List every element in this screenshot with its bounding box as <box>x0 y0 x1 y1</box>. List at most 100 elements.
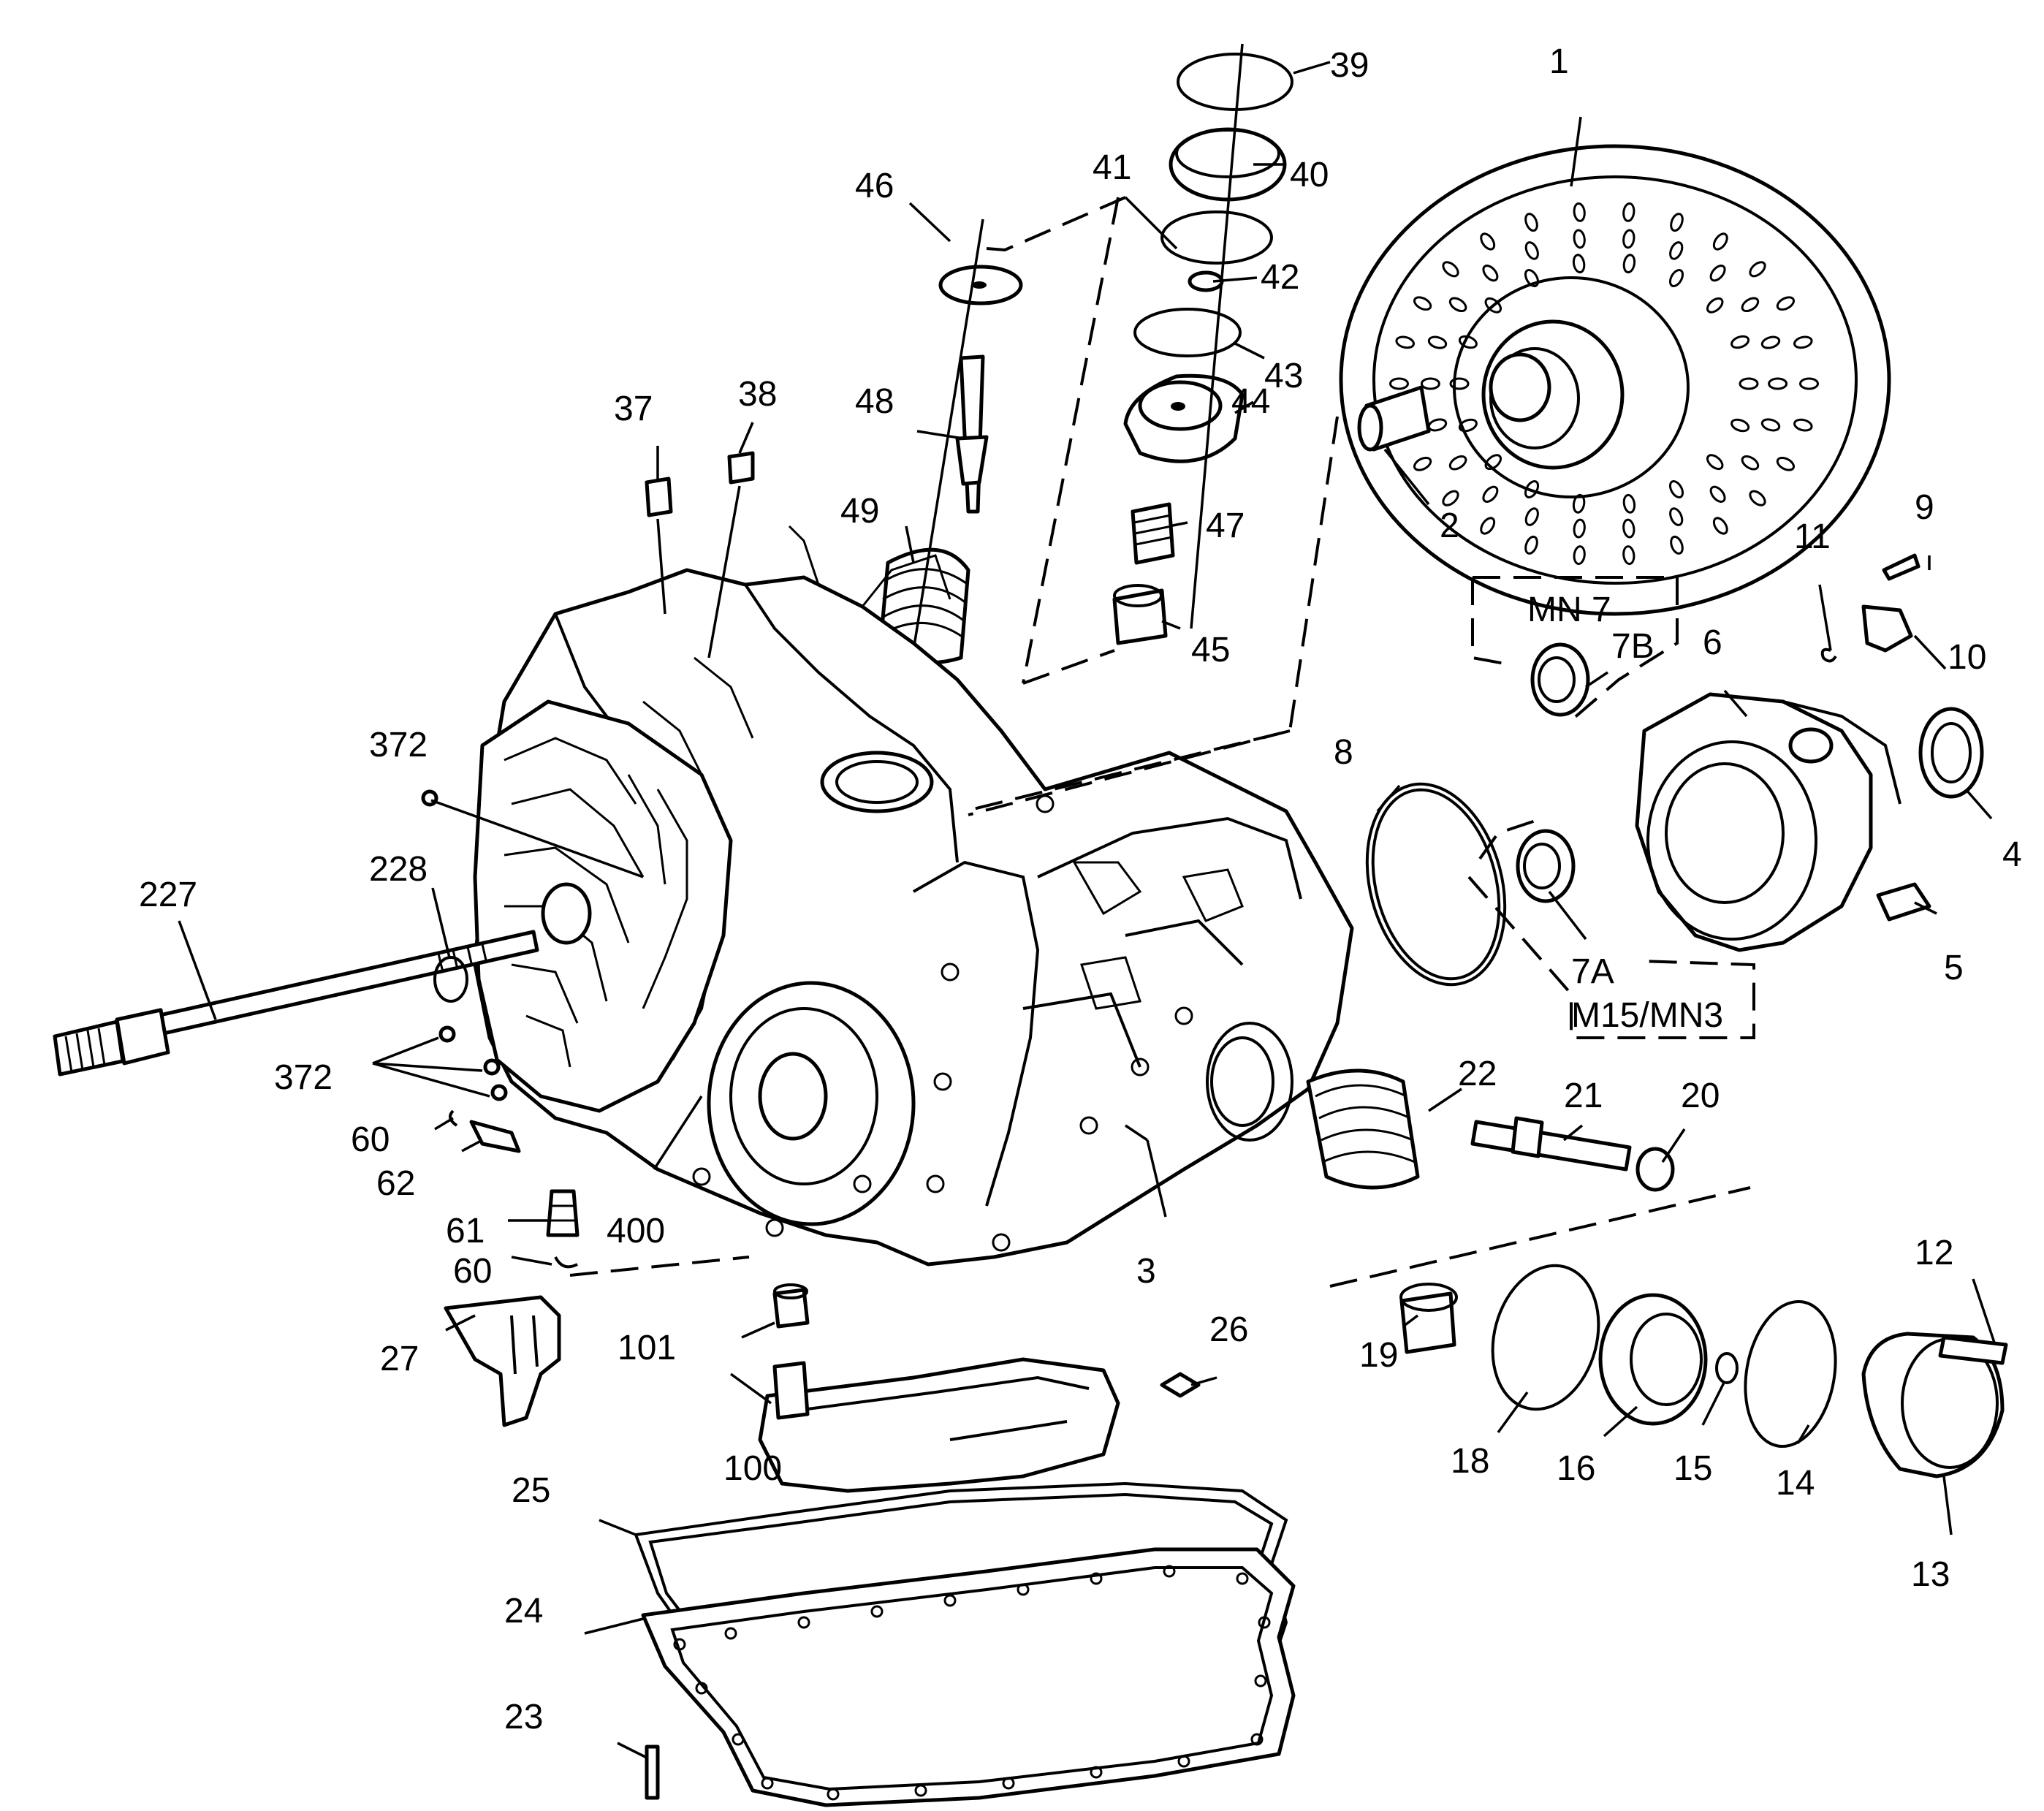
callout-11: 11 <box>1794 517 1831 556</box>
callout-44: 44 <box>1231 382 1270 421</box>
o-ring-8 <box>1365 782 1507 987</box>
snap-ring-39 <box>1177 53 1293 111</box>
callout-49: 49 <box>840 492 879 531</box>
servo-stack <box>1112 43 1293 645</box>
callout-20: 20 <box>1681 1077 1720 1115</box>
input-shaft-227 <box>53 930 539 1077</box>
bolt-5 <box>1876 882 1931 922</box>
option-label-mn7: MN 7 <box>1527 591 1611 629</box>
clip-60-upper <box>449 1109 458 1127</box>
callout-60-upper: 60 <box>351 1120 390 1159</box>
callout-7a: 7A <box>1571 952 1614 991</box>
clip-11 <box>1820 648 1837 663</box>
callout-38: 38 <box>738 375 777 414</box>
seal-4 <box>1918 707 1984 799</box>
callout-2: 2 <box>1440 506 1459 545</box>
accumulator-spring-22 <box>1306 1068 1420 1190</box>
callout-39: 39 <box>1330 46 1369 85</box>
callout-13: 13 <box>1911 1555 1950 1594</box>
seal-228 <box>433 956 468 1003</box>
o-ring-41 <box>1160 210 1273 265</box>
callout-7b: 7B <box>1611 627 1654 666</box>
callout-8: 8 <box>1334 733 1353 772</box>
seal-7b <box>1530 642 1590 717</box>
snap-ring-15 <box>1715 1352 1739 1384</box>
callout-41: 41 <box>1093 148 1131 187</box>
callout-23: 23 <box>504 1698 543 1736</box>
oil-pan-24 <box>641 1547 1296 1807</box>
callout-24: 24 <box>504 1592 543 1630</box>
servo-pin-assembly <box>875 219 1023 878</box>
callout-100: 100 <box>723 1449 782 1488</box>
callout-10: 10 <box>1948 638 1986 677</box>
callout-40: 40 <box>1290 156 1329 194</box>
callout-43: 43 <box>1264 357 1303 395</box>
seal-7a <box>1516 829 1576 903</box>
callout-26: 26 <box>1209 1310 1248 1349</box>
callout-4: 4 <box>2002 835 2022 874</box>
callout-15: 15 <box>1673 1449 1712 1488</box>
plug-37 <box>645 477 673 615</box>
plug-38 <box>707 451 755 658</box>
piston-16 <box>1598 1293 1708 1426</box>
cover-13 <box>1861 1332 2005 1478</box>
callout-228: 228 <box>369 850 428 889</box>
valve-body <box>473 699 733 1113</box>
bushing-45 <box>1112 588 1168 645</box>
converter-bushing <box>1357 385 1431 452</box>
bushing-19 <box>1399 1283 1458 1354</box>
clip-26 <box>1160 1372 1201 1398</box>
seal-101 <box>772 1283 810 1329</box>
callout-27: 27 <box>380 1340 419 1378</box>
callout-labels: 1 2 3 4 5 6 7A 7B 8 9 10 11 12 13 14 15 … <box>139 42 2022 1736</box>
sensor-62 <box>469 1120 521 1153</box>
spring-47 <box>1131 502 1175 565</box>
case-cover-6 <box>1635 692 1901 952</box>
callout-372-lower: 372 <box>274 1058 333 1097</box>
callout-47: 47 <box>1206 506 1245 545</box>
callout-5: 5 <box>1944 949 1964 987</box>
clip-60-lower <box>554 1256 578 1269</box>
bolt-12 <box>1938 1335 2008 1365</box>
callout-16: 16 <box>1557 1449 1595 1488</box>
dashed-reference-lines <box>569 196 1755 1288</box>
fitting-10 <box>1861 553 1920 653</box>
callout-372-upper: 372 <box>369 726 428 764</box>
o-ring-18 <box>1491 1264 1600 1411</box>
callout-37: 37 <box>614 390 653 428</box>
accumulator-piston-21 <box>1470 1116 1632 1172</box>
callout-22: 22 <box>1458 1055 1497 1093</box>
callout-6: 6 <box>1703 623 1722 662</box>
filter-100 <box>758 1357 1120 1493</box>
callout-12: 12 <box>1915 1234 1953 1272</box>
fitting-61 <box>546 1189 580 1237</box>
callout-46: 46 <box>855 167 894 205</box>
callout-9: 9 <box>1915 488 1934 527</box>
option-label-m15-mn3: M15/MN3 <box>1571 996 1723 1035</box>
o-ring-14 <box>1744 1299 1837 1449</box>
callout-19: 19 <box>1359 1336 1398 1375</box>
callout-61: 61 <box>446 1212 485 1250</box>
bracket-27 <box>444 1295 561 1427</box>
callout-21: 21 <box>1564 1077 1603 1115</box>
callout-25: 25 <box>512 1471 550 1510</box>
callout-101: 101 <box>618 1329 676 1367</box>
callout-42: 42 <box>1261 258 1299 297</box>
callout-60-lower: 60 <box>453 1252 492 1291</box>
callout-48: 48 <box>855 382 894 421</box>
callout-400: 400 <box>607 1212 665 1250</box>
callout-1: 1 <box>1549 42 1569 81</box>
leader-lines <box>178 61 1996 1759</box>
servo-pin-48 <box>959 354 985 514</box>
callout-14: 14 <box>1776 1464 1815 1503</box>
callout-62: 62 <box>376 1164 415 1203</box>
check-balls-372 <box>421 789 508 1101</box>
callout-227: 227 <box>139 876 197 914</box>
torque-converter <box>1339 144 1891 616</box>
callout-18: 18 <box>1451 1442 1489 1481</box>
callout-45: 45 <box>1191 631 1230 669</box>
seal-43 <box>1133 308 1242 357</box>
bolt-23 <box>645 1744 660 1800</box>
callout-3: 3 <box>1136 1252 1156 1291</box>
